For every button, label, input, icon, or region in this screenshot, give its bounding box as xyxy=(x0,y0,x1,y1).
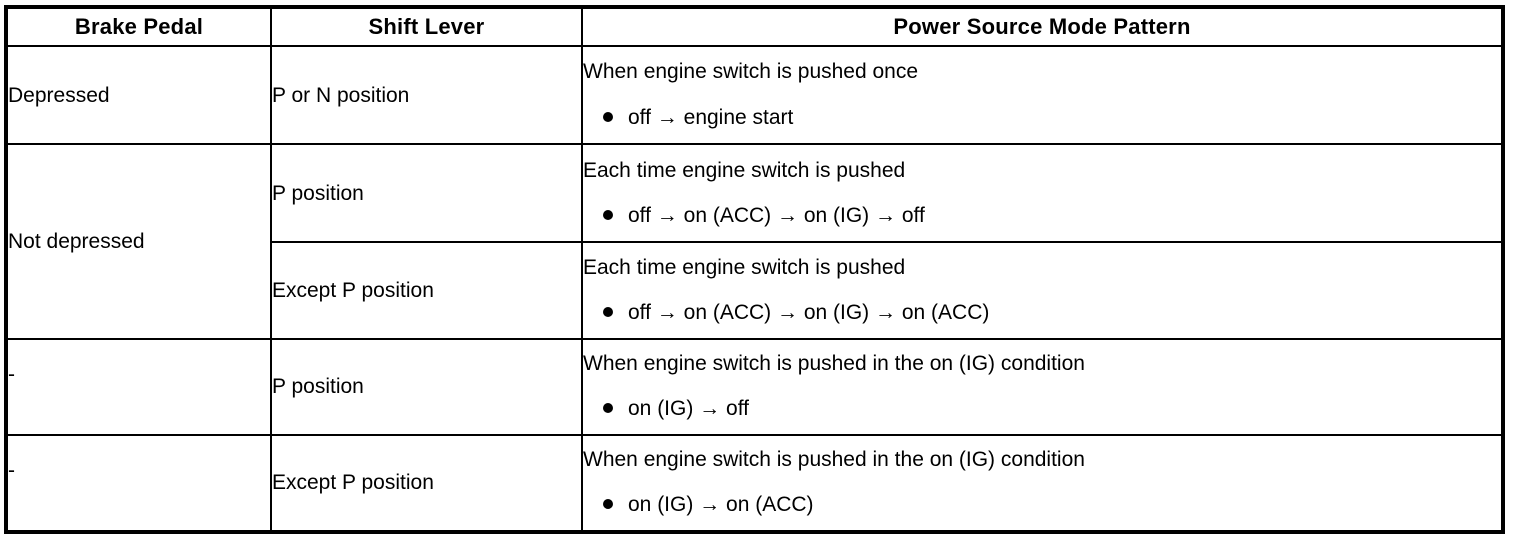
cell-shift-lever-row3: Except P position xyxy=(270,241,583,340)
pattern-title-row3: Each time engine switch is pushed xyxy=(583,255,906,279)
cell-brake-pedal-row4: - xyxy=(5,337,272,436)
table-row: Depressed P or N position When engine sw… xyxy=(5,44,1504,146)
bullet-dot-icon xyxy=(603,111,613,122)
power-source-mode-table: Brake Pedal Shift Lever Power Source Mod… xyxy=(4,5,1505,534)
table-row: - P position When engine switch is pushe… xyxy=(5,337,1504,436)
bullet-dot-icon xyxy=(603,499,613,510)
table-header-row: Brake Pedal Shift Lever Power Source Mod… xyxy=(5,6,1504,47)
pattern-bullet-row2: off → on (ACC) → on (IG) → off xyxy=(583,203,1501,229)
power-source-mode-table-container: Brake Pedal Shift Lever Power Source Mod… xyxy=(4,5,1505,534)
table-row: - Except P position When engine switch i… xyxy=(5,433,1504,534)
cell-pattern-row3: Each time engine switch is pushed off → … xyxy=(581,241,1504,340)
pattern-title-row5: When engine switch is pushed in the on (… xyxy=(583,448,1085,472)
cell-brake-pedal-row5: - xyxy=(5,433,272,534)
pattern-bullet-text-row2: off → on (ACC) → on (IG) → off xyxy=(628,203,925,227)
table-row: Except P position Each time engine switc… xyxy=(6,241,1504,340)
bullet-dot-icon xyxy=(603,403,613,414)
cell-pattern-row5: When engine switch is pushed in the on (… xyxy=(581,433,1504,534)
cell-pattern-row1: When engine switch is pushed once off → … xyxy=(581,44,1504,146)
pattern-title-row2: Each time engine switch is pushed xyxy=(583,158,906,182)
bullet-dot-icon xyxy=(603,306,613,317)
cell-brake-pedal-row1: Depressed xyxy=(5,44,272,146)
cell-shift-lever-row1: P or N position xyxy=(270,44,583,146)
pattern-bullet-row4: on (IG) → off xyxy=(583,396,1501,422)
table-header: Brake Pedal Shift Lever Power Source Mod… xyxy=(5,6,1504,47)
pattern-title-row1: When engine switch is pushed once xyxy=(583,60,919,84)
bullet-dot-icon xyxy=(603,209,613,220)
table-body: Depressed P or N position When engine sw… xyxy=(5,44,1504,534)
pattern-bullet-row1: off → engine start xyxy=(583,105,1501,131)
column-header-power-source-mode-pattern: Power Source Mode Pattern xyxy=(581,6,1504,47)
pattern-bullet-text-row5: on (IG) → on (ACC) xyxy=(628,493,814,517)
pattern-bullet-text-row1: off → engine start xyxy=(628,105,794,129)
cell-shift-lever-row2: P position xyxy=(270,143,583,244)
column-header-brake-pedal: Brake Pedal xyxy=(5,6,272,47)
cell-brake-pedal-not-depressed: Not depressed xyxy=(5,143,272,340)
pattern-bullet-row5: on (IG) → on (ACC) xyxy=(583,492,1501,518)
pattern-bullet-text-row4: on (IG) → off xyxy=(628,397,749,421)
cell-pattern-row4: When engine switch is pushed in the on (… xyxy=(581,337,1504,436)
pattern-bullet-text-row3: off → on (ACC) → on (IG) → on (ACC) xyxy=(628,300,990,324)
cell-pattern-row2: Each time engine switch is pushed off → … xyxy=(581,143,1504,244)
pattern-bullet-row3: off → on (ACC) → on (IG) → on (ACC) xyxy=(583,300,1501,326)
column-header-shift-lever: Shift Lever xyxy=(270,6,583,47)
pattern-title-row4: When engine switch is pushed in the on (… xyxy=(583,351,1085,375)
table-row: Not depressed P position Each time engin… xyxy=(5,143,1504,340)
cell-shift-lever-row5: Except P position xyxy=(270,433,583,534)
cell-shift-lever-row4: P position xyxy=(270,337,583,436)
